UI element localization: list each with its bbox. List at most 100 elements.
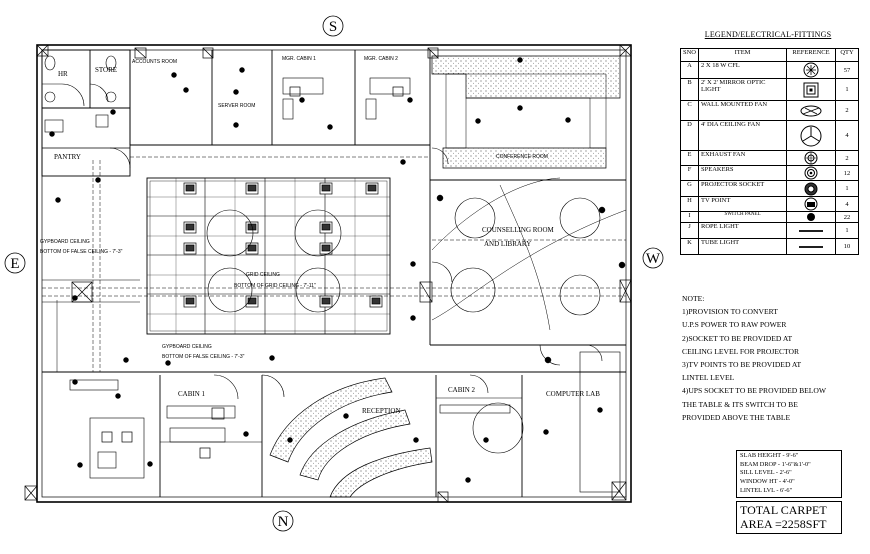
wall-mounted-fan-icon — [786, 100, 837, 121]
legend-item: 2' X 2' MIRROR OPTIC LIGHT — [698, 78, 788, 101]
room-label-accounts: ACCOUNTS ROOM — [132, 59, 177, 65]
legend-item: SPEAKERS — [698, 165, 788, 181]
compass-south: S — [322, 15, 344, 37]
toilet-fixtures — [44, 55, 117, 133]
compass-east: E — [4, 252, 26, 274]
projector-socket-icon — [786, 180, 837, 197]
door-swings — [61, 83, 603, 400]
legend-sno: A — [679, 61, 700, 79]
total-carpet-box: TOTAL CARPET AREA =2258SFT — [736, 501, 842, 534]
legend-header-item: ITEM — [698, 48, 788, 62]
room-label-reception: RECEPTION — [362, 407, 401, 415]
legend-qty: 1 — [835, 222, 860, 239]
note-line: PROVIDED ABOVE THE TABLE — [682, 412, 791, 422]
workstation-grid — [146, 177, 391, 335]
legend-header-reference: REFERENCE — [786, 48, 837, 62]
legend-sno: I — [679, 211, 700, 223]
note-line: U.P.S POWER TO RAW POWER — [682, 320, 787, 330]
note-line: 1)PROVISION TO CONVERT — [682, 307, 778, 317]
tube-light-icon — [786, 238, 837, 255]
legend-sno: G — [679, 180, 700, 197]
legend-sno: E — [679, 150, 700, 166]
height-beam-drop: BEAM DROP - 1'-6"&1'-0" — [740, 460, 811, 468]
height-slab: SLAB HEIGHT - 9'-6" — [740, 452, 799, 459]
legend-qty: 1 — [835, 78, 860, 101]
legend-qty: 2 — [835, 100, 860, 121]
legend-header-qty: QTY — [835, 48, 860, 62]
legend-item: EXHAUST FAN — [698, 150, 788, 166]
note-line: CEILING LEVEL FOR PROJECTOR — [682, 346, 800, 356]
hatched-ceiling — [269, 55, 621, 498]
height-lintel: LINTEL LVL - 6'-6" — [740, 486, 793, 494]
legend-qty: 57 — [835, 61, 860, 79]
legend-sno: B — [679, 78, 700, 101]
room-label-conference: CONFERENCE ROOM — [496, 154, 548, 160]
columns — [24, 44, 632, 503]
exhaust-fan-icon — [786, 150, 837, 166]
legend-qty: 12 — [835, 165, 860, 181]
legend-item: 4' DIA CEILING FAN — [698, 120, 788, 151]
legend-qty: 1 — [835, 180, 860, 197]
legend-sno: D — [679, 120, 700, 151]
heights-box: SLAB HEIGHT - 9'-6" BEAM DROP - 1'-6"&1'… — [736, 450, 842, 498]
svg-text:N: N — [278, 514, 289, 530]
height-sill: SILL LEVEL - 2'-6" — [740, 469, 792, 477]
legend-item: ROPE LIGHT — [698, 222, 788, 239]
legend-header-row: SNO ITEM REFERENCE QTY — [679, 48, 860, 62]
tv-point-icon — [786, 196, 837, 212]
legend-qty: 2 — [835, 150, 860, 166]
note-line: LINTEL LEVEL — [682, 373, 735, 383]
legend-qty: 4 — [835, 120, 860, 151]
room-label-counselling: COUNSELLING ROOM — [482, 226, 555, 234]
light-circles — [206, 177, 627, 454]
note-line: 2)SOCKET TO BE PROVIDED AT — [682, 333, 793, 343]
legend-item: PROJECTOR SOCKET — [698, 180, 788, 197]
note-line: 4)UPS SOCKET TO BE PROVIDED BELOW — [682, 386, 827, 396]
room-label-hr: HR — [58, 70, 68, 78]
room-label-gypboard-mid: GYPBOARD CEILING — [162, 344, 212, 350]
room-label-grid-ceiling: GRID CEILING — [246, 272, 280, 278]
total-carpet-area: AREA =2258SFT — [740, 517, 827, 531]
legend-item: SWITCH PANEL — [698, 211, 788, 223]
speaker-icon — [786, 165, 837, 181]
legend-sno: H — [679, 196, 700, 212]
compass-west: W — [642, 247, 664, 269]
room-labels: HR STORE PANTRY ACCOUNTS ROOM SERVER ROO… — [40, 56, 600, 415]
chairs — [101, 86, 404, 459]
ceiling-fan-icon — [786, 120, 837, 151]
room-label-mgr2: MGR. CABIN 2 — [364, 56, 398, 62]
room-label-server: SERVER ROOM — [218, 103, 255, 109]
legend-qty: 10 — [835, 238, 860, 255]
room-label-store: STORE — [95, 66, 117, 74]
legend-sno: C — [679, 100, 700, 121]
legend-sno: J — [679, 222, 700, 239]
room-label-mgr1: MGR. CABIN 1 — [282, 56, 316, 62]
rope-light-icon — [786, 222, 837, 239]
room-label-gypboard-left-height: BOTTOM OF FALSE CEILING - 7'-3" — [40, 249, 123, 255]
compass-north: N — [272, 510, 294, 532]
notes: NOTE: 1)PROVISION TO CONVERT U.P.S POWER… — [682, 292, 868, 424]
interior-walls — [41, 49, 626, 497]
note-line: 3)TV POINTS TO BE PROVIDED AT — [682, 360, 802, 370]
legend-item: 2 X 18 W CFL — [698, 61, 788, 79]
legend-qty: 4 — [835, 196, 860, 212]
legend-sno: K — [679, 238, 700, 255]
room-label-gypboard-left: GYPBOARD CEILING — [40, 239, 90, 245]
svg-text:E: E — [10, 256, 19, 272]
beam-lines — [42, 156, 626, 372]
total-carpet-label: TOTAL CARPET — [740, 503, 827, 517]
legend-item: TUBE LIGHT — [698, 238, 788, 255]
room-label-grid-ceiling-height: BOTTOM OF GRID CEILING - 7'-11" — [234, 283, 316, 289]
legend-item: WALL MOUNTED FAN — [698, 100, 788, 121]
room-label-pantry: PANTRY — [54, 153, 81, 161]
